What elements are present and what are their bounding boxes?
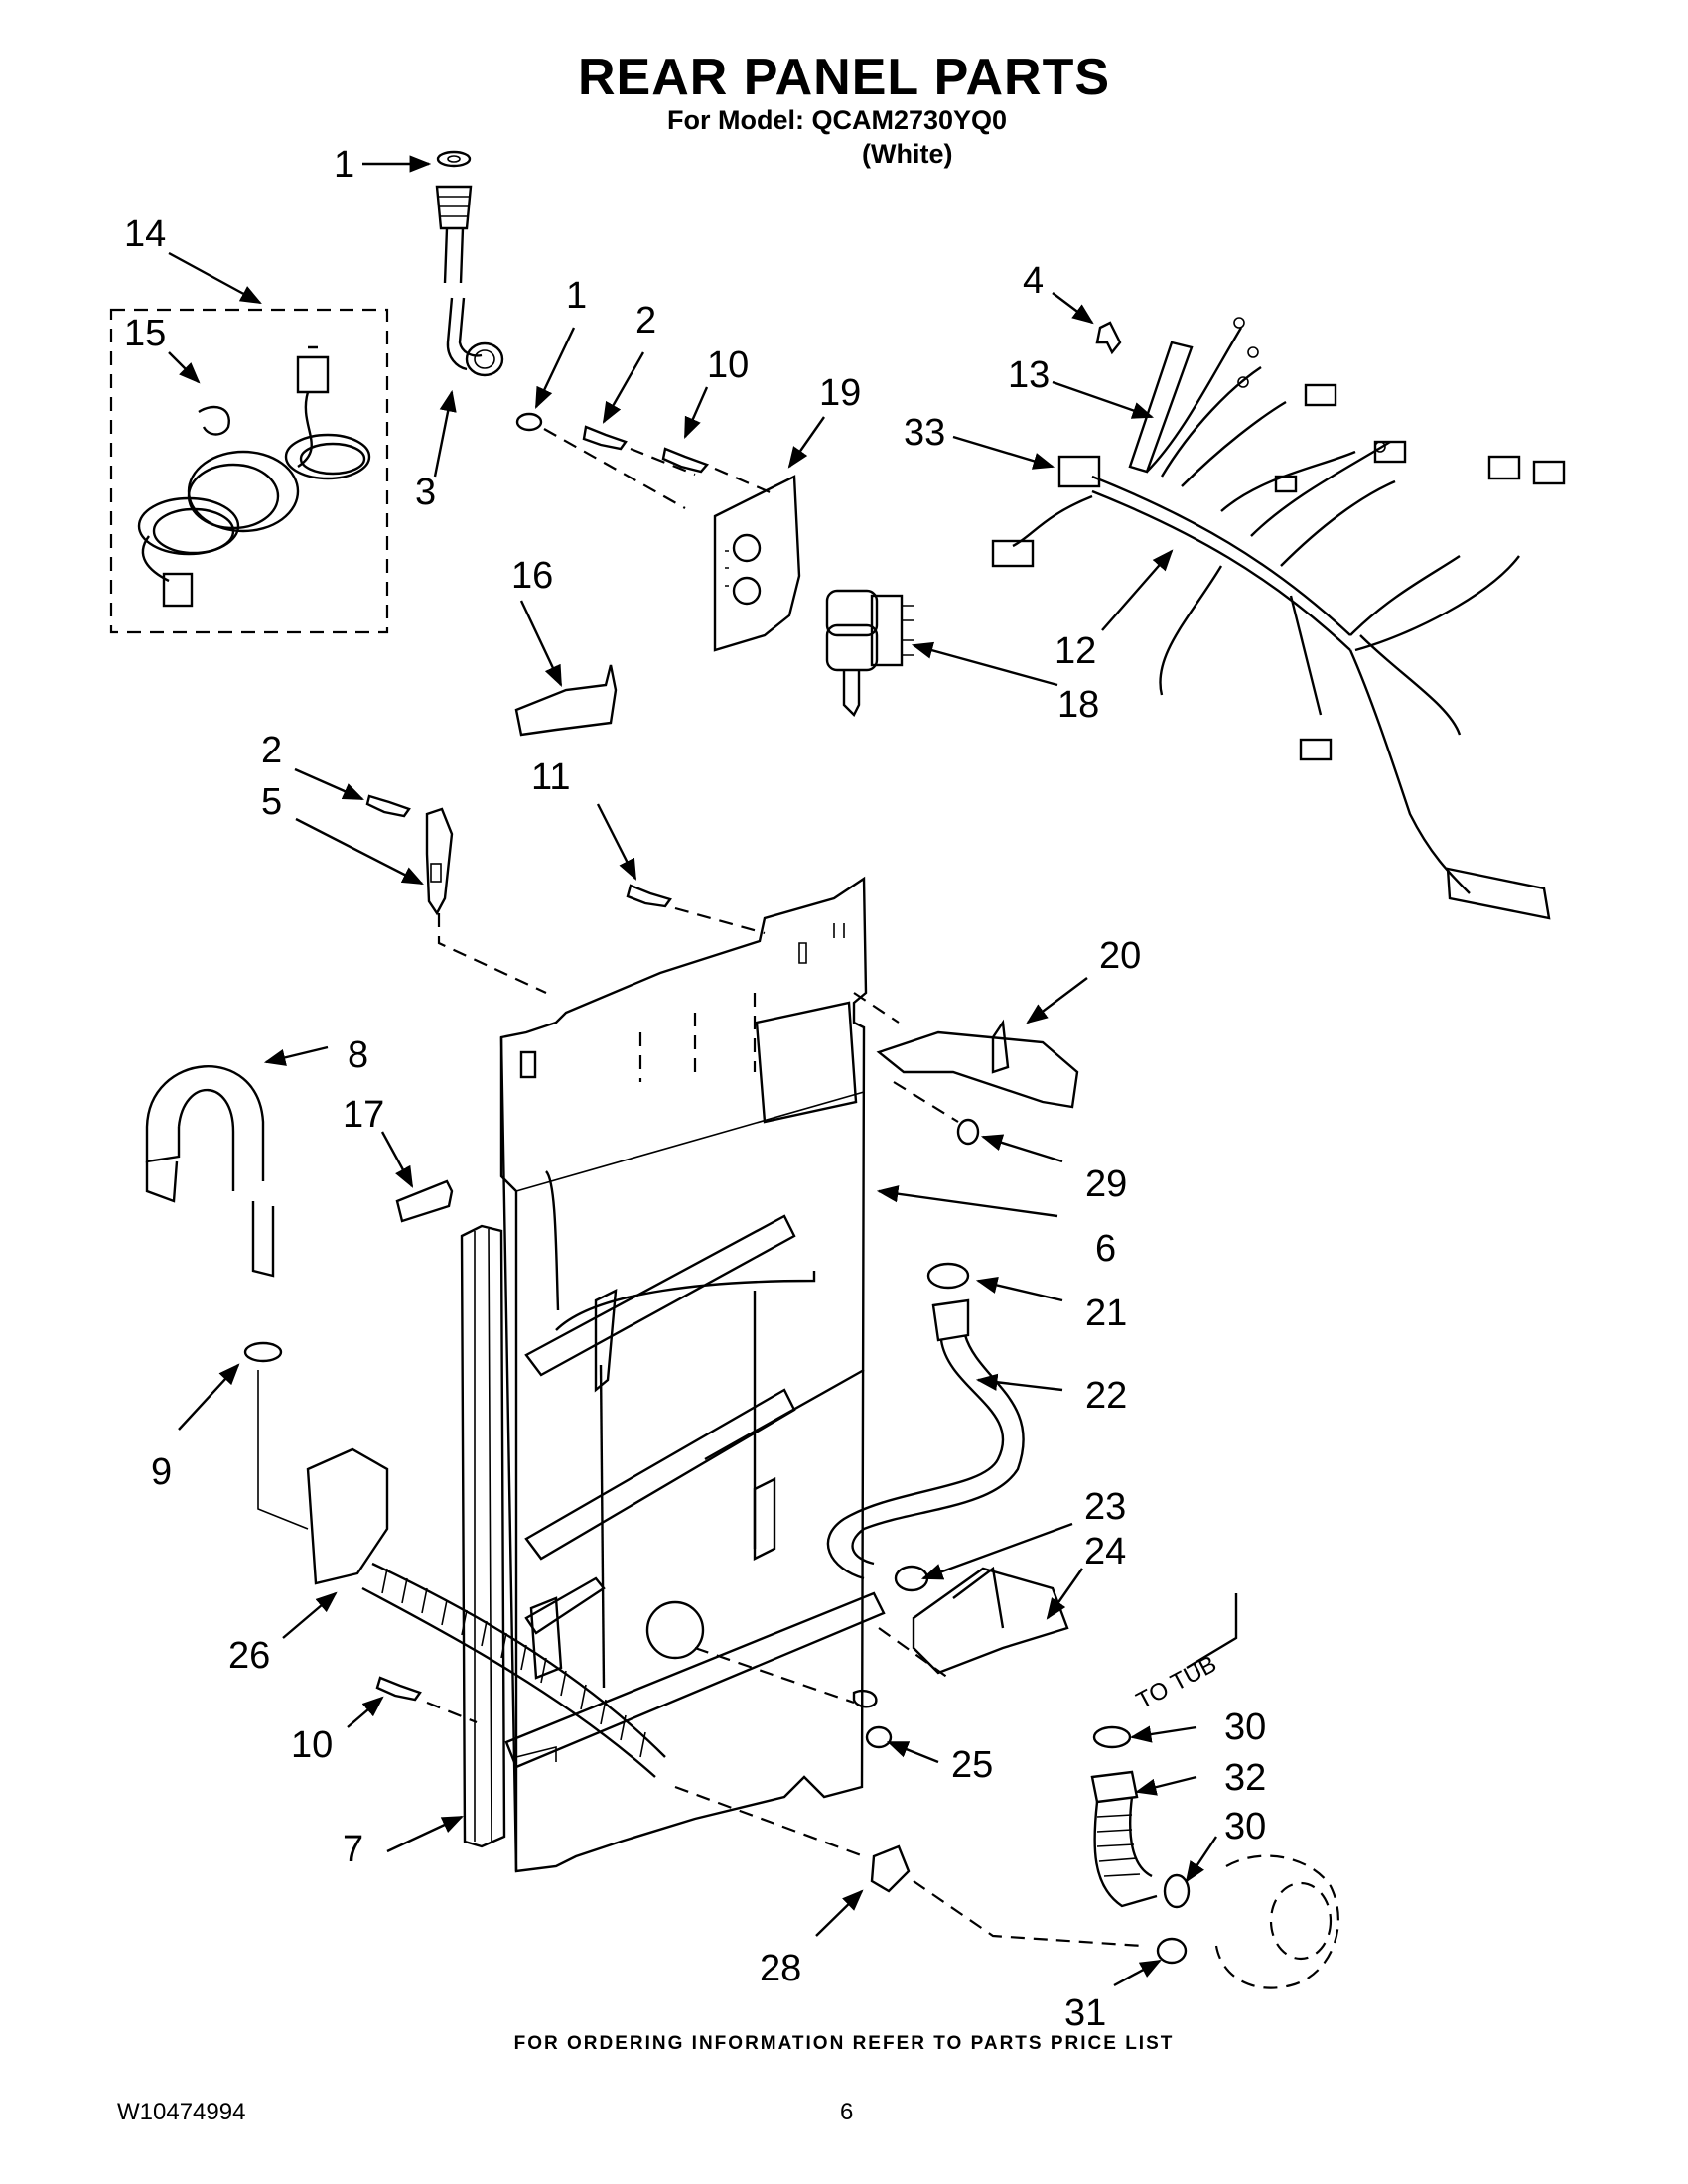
callout-25: 25: [951, 1744, 993, 1786]
to-tub-label: TO TUB: [1132, 1651, 1221, 1715]
callout-8: 8: [348, 1034, 368, 1076]
callout-4: 4: [1023, 260, 1044, 302]
callout-17: 17: [343, 1094, 384, 1136]
mounting-plate-19: [713, 475, 801, 652]
callout-20: 20: [1099, 935, 1141, 977]
drain-pipe-26: [306, 1447, 666, 1778]
callout-23: 23: [1084, 1486, 1126, 1528]
screws-top: [582, 425, 775, 496]
callout-arrows: [168, 155, 1217, 1987]
callout-19: 19: [819, 372, 861, 414]
callout-33: 33: [904, 412, 945, 454]
power-cord-assembly: [109, 308, 389, 634]
callout-5: 5: [261, 781, 282, 823]
screws-middle: [365, 794, 766, 994]
screws-lower: [375, 1600, 893, 1749]
callout-3: 3: [415, 472, 436, 513]
callout-13: 13: [1008, 354, 1050, 396]
callout-9: 9: [151, 1451, 172, 1493]
callout-10-lower: 10: [291, 1724, 333, 1766]
callout-2-mid: 2: [261, 730, 282, 771]
callout-1: 1: [566, 275, 587, 317]
bracket-20: [853, 992, 1079, 1109]
callout-1-top: 1: [334, 144, 354, 186]
callout-14: 14: [124, 213, 166, 255]
wire-harness-12: [991, 317, 1566, 920]
hose-22: [826, 1262, 1025, 1580]
pump-bracket-24: [878, 1565, 1069, 1679]
callout-26: 26: [228, 1635, 270, 1677]
callout-11: 11: [531, 756, 570, 798]
page-title: REAR PANEL PARTS: [577, 49, 1111, 106]
callout-2-top: 2: [635, 300, 656, 341]
vertical-brace-7: [460, 1224, 506, 1848]
bracket-16: [514, 664, 618, 737]
drain-hose-8: [145, 1065, 309, 1530]
callout-6: 6: [1095, 1228, 1116, 1270]
clamp-28: [674, 1785, 1143, 1948]
callout-12: 12: [1055, 630, 1096, 672]
callout-labels: 1 14 15 1 2 10 19 3 4 13 33 12 18 16 11 …: [124, 144, 1266, 2034]
callout-10-top: 10: [707, 344, 749, 386]
callout-24: 24: [1084, 1531, 1126, 1572]
model-line: For Model: QCAM2730YQ0: [667, 105, 1008, 135]
document-number: W10474994: [117, 2099, 246, 2125]
ordering-note: FOR ORDERING INFORMATION REFER TO PARTS …: [513, 2033, 1175, 2054]
callout-16: 16: [511, 555, 553, 597]
callout-30-lower: 30: [1224, 1806, 1266, 1847]
callout-18: 18: [1057, 684, 1099, 726]
callout-22: 22: [1085, 1375, 1127, 1417]
callout-29: 29: [1085, 1163, 1127, 1205]
inlet-hose-assembly: [435, 150, 686, 509]
water-valve-18: [825, 589, 914, 718]
callout-31: 31: [1064, 1992, 1106, 2034]
callout-28: 28: [760, 1948, 801, 1989]
callout-32: 32: [1224, 1757, 1266, 1799]
callout-7: 7: [343, 1829, 363, 1870]
tub-connection: [1090, 1593, 1339, 1989]
color-line: (White): [862, 139, 953, 169]
rear-panel-6: [499, 876, 886, 1873]
ring-29: [893, 1081, 980, 1146]
page-number: 6: [840, 2099, 854, 2125]
callout-15: 15: [124, 313, 166, 354]
callout-30-upper: 30: [1224, 1706, 1266, 1748]
clip-17: [395, 1179, 454, 1223]
callout-21: 21: [1085, 1293, 1127, 1334]
